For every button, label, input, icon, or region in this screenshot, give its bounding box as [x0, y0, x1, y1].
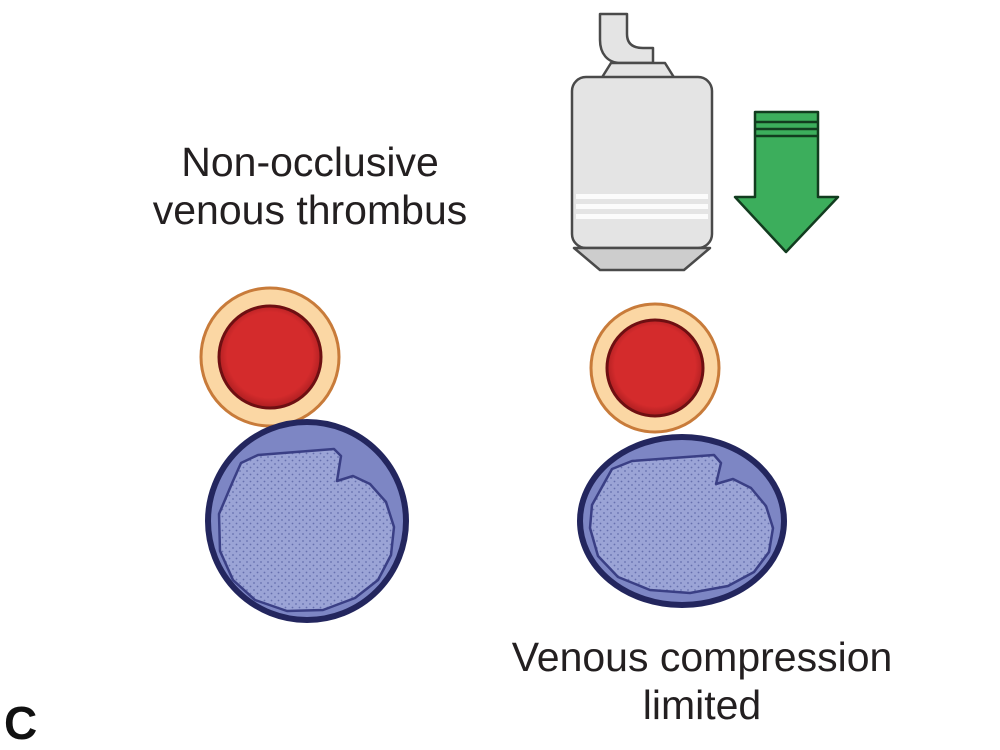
probe-cable [598, 12, 655, 65]
left-vessels [199, 286, 409, 623]
right-caption: Venous compression limited [511, 634, 893, 729]
artery-lumen [217, 304, 323, 410]
left-vein-icon [205, 419, 409, 623]
ultrasound-probe-icon [570, 12, 714, 272]
right-vein-icon [577, 434, 787, 608]
panel-label: C [4, 697, 38, 749]
compression-arrow-icon [733, 110, 840, 254]
right-vessels [577, 302, 787, 608]
probe-contact-lines [576, 194, 708, 219]
left-artery-icon [199, 286, 341, 428]
probe-body [570, 75, 714, 250]
right-artery-icon [589, 302, 721, 434]
right-thrombus [588, 453, 775, 595]
arrow-shape [733, 110, 840, 254]
left-thrombus [217, 447, 396, 613]
artery-lumen [605, 318, 705, 418]
probe-head [572, 246, 712, 272]
left-caption: Non-occlusive venous thrombus [152, 139, 468, 234]
arrow-grip-lines [756, 120, 817, 138]
